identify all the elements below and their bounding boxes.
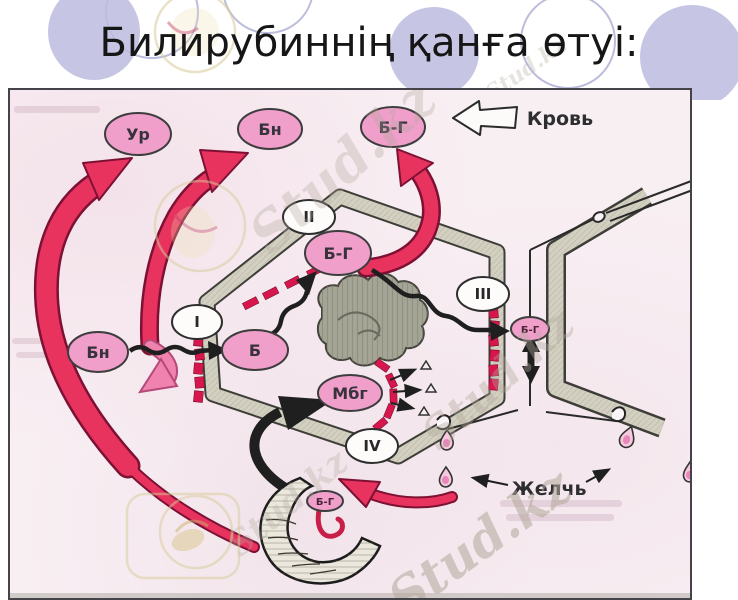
stage-1-label: I: [194, 313, 200, 331]
nucleus: [316, 272, 429, 367]
scan-edge: [10, 593, 690, 598]
node-bn-left: [67, 331, 129, 373]
stage-2-label: II: [303, 208, 314, 226]
blood-arrow-icon: [452, 100, 518, 136]
blood-label: Кровь: [527, 108, 593, 130]
slide-title: Билирубиннің қанға өтуі:: [99, 20, 639, 66]
stud-logo-top: [153, 0, 237, 74]
pink-return-arrow: [137, 339, 179, 394]
node-bn-top-label: Бн: [258, 120, 281, 139]
stage-4: [345, 428, 399, 464]
blood-annotation: Кровь: [452, 100, 593, 136]
node-b-label: Б: [249, 341, 261, 360]
node-mbg: [317, 374, 383, 412]
product-triangles: [417, 359, 438, 416]
node-bg-cell-label: Б-Г: [323, 244, 352, 263]
node-bg-canaliculus-label: Б-Г: [521, 325, 540, 336]
drop-shapes: [438, 425, 690, 488]
arrow-bile-secretion: [522, 334, 540, 384]
node-bn-left-label: Бн: [86, 343, 109, 362]
node-bg-intestine: [306, 490, 344, 512]
diagram-frame: Ур Бн Б-Г Бн Б Б-Г Мбг Б-Г Б-Г I II III: [8, 88, 692, 600]
bilirubin-pathway-diagram: Ур Бн Б-Г Бн Б Б-Г Мбг Б-Г Б-Г I II III: [10, 90, 690, 598]
hepatocyte-membrane: [198, 188, 506, 465]
node-bg-canaliculus: [510, 316, 550, 342]
node-ur: [104, 112, 172, 156]
arrowhead-to-ur: [82, 157, 133, 201]
stage-2: [282, 199, 336, 235]
stage-4-label: IV: [363, 437, 381, 455]
node-bg-top: [360, 106, 426, 148]
neighbour-cell-membrane: [546, 187, 666, 438]
stud-logo-middle: [153, 179, 247, 273]
stage-3-label: III: [475, 285, 492, 303]
red-ribbon-arrows: [33, 148, 458, 553]
arrow-b-to-bg: [265, 290, 310, 339]
stud-logo-bottom: [125, 492, 241, 580]
arrowhead-bile-to-intestine: [338, 478, 381, 508]
bile-label: Желчь: [511, 478, 586, 500]
node-bg-top-label: Б-Г: [378, 118, 407, 137]
node-bg-cell: [304, 230, 372, 276]
stage-markers: I II III IV: [171, 199, 510, 464]
arrow-intestine-to-mbg: [249, 407, 299, 499]
node-b: [221, 329, 289, 371]
stage-1: [171, 304, 223, 340]
arrow-bn-to-b: [128, 344, 213, 356]
node-mbg-label: Мбг: [332, 384, 367, 403]
node-bg-intestine-label: Б-Г: [316, 497, 335, 508]
black-arrows: [128, 268, 612, 499]
bile-label-arrows: [470, 468, 612, 488]
node-bn-top: [237, 108, 303, 150]
red-bile-curl: [315, 503, 345, 539]
stage-3: [456, 276, 510, 312]
lavender-filled-circles: [48, 0, 738, 100]
watermark-3: Stud.kz: [377, 455, 584, 598]
bile-drops: [436, 406, 690, 488]
arrowhead-to-bg-top: [396, 148, 434, 187]
node-ur-label: Ур: [126, 125, 150, 144]
metabolite-nodes: [67, 106, 550, 512]
mbg-product-arrows: [389, 368, 423, 412]
canaliculus-opening-icon: [592, 211, 606, 223]
intestine: [259, 476, 382, 585]
arrow-bg-to-canaliculus: [370, 268, 492, 333]
